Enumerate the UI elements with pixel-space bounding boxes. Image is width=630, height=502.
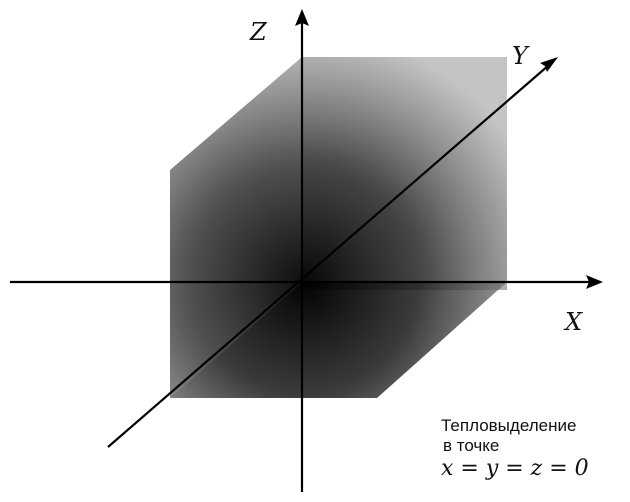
caption-subtitle: в точке	[443, 436, 500, 455]
caption-formula: x = y = z = 0	[441, 456, 589, 481]
coordinate-axes	[10, 20, 592, 492]
caption-title: Тепловыделение	[441, 416, 577, 435]
volume-front-face	[170, 57, 507, 398]
heat-source-caption: Тепловыделение в точке x = y = z = 0	[441, 416, 627, 483]
z-axis-label: Z	[249, 18, 268, 46]
x-arrowhead	[586, 275, 603, 289]
y-axis	[107, 64, 550, 448]
y-axis-label: Y	[512, 42, 530, 70]
axis-arrowheads	[295, 9, 603, 289]
y-arrowhead	[540, 57, 558, 72]
z-arrowhead	[295, 9, 309, 26]
x-axis-label: X	[563, 308, 583, 336]
heat-volume	[170, 57, 507, 398]
